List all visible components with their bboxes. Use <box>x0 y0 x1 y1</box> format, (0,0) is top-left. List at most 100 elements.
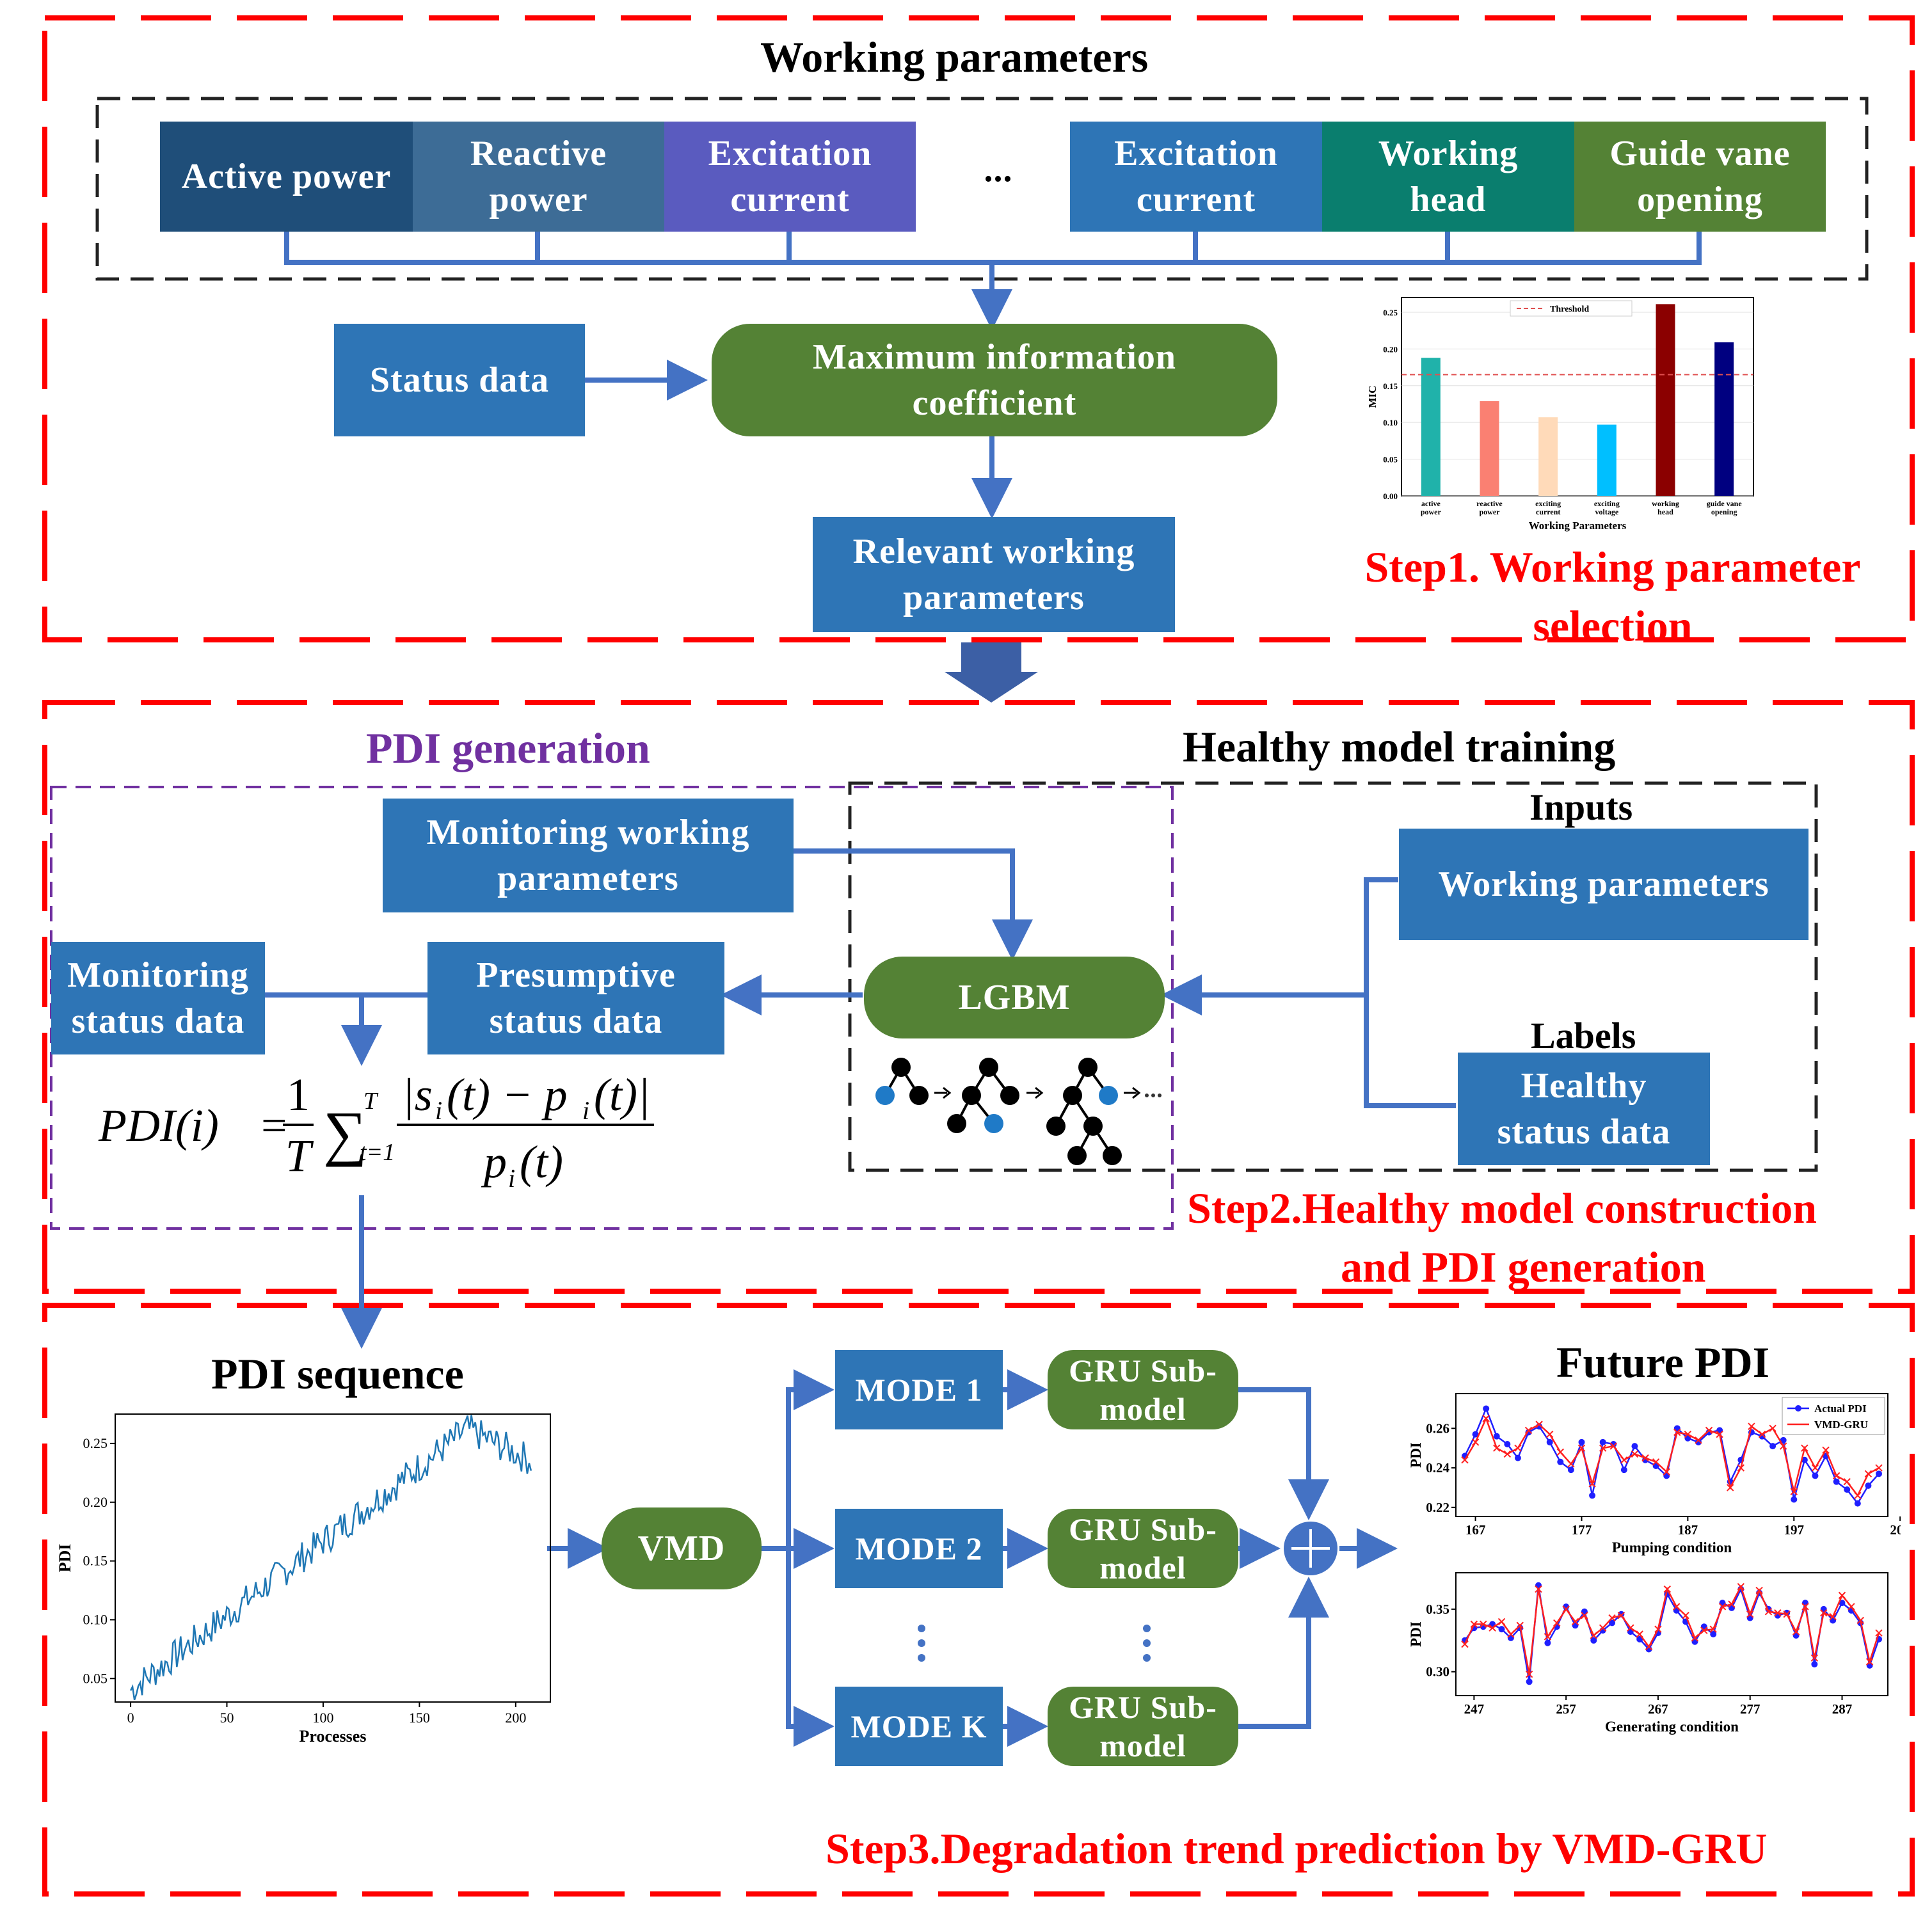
pump-chart-ytick-label: 0.22 <box>1426 1500 1449 1515</box>
relevant-params-box: Relevant working parameters <box>813 517 1175 632</box>
pump-chart-legend-actual: Actual PDI <box>1814 1403 1867 1415</box>
mic-xtick-label: guide vane <box>1707 499 1743 508</box>
pump-chart-predicted-point <box>1705 1426 1713 1435</box>
svg-text:T: T <box>285 1130 314 1181</box>
gen-chart-predicted-point <box>1645 1643 1653 1651</box>
pump-chart-predicted-point <box>1461 1456 1469 1464</box>
mic-xtick-label: voltage <box>1595 507 1619 516</box>
gen-chart-predicted-point <box>1470 1620 1478 1628</box>
pdi-series-line <box>129 1415 532 1701</box>
working-params-input-box: Working parameters <box>1399 829 1808 940</box>
pump-chart-predicted-point <box>1854 1491 1862 1500</box>
gen-chart-predicted-point <box>1480 1620 1487 1628</box>
gen-chart-actual-point <box>1526 1678 1533 1685</box>
gru-submodel-k: GRU Sub-model <box>1048 1687 1238 1766</box>
gen-chart-predicted-point <box>1865 1658 1874 1666</box>
step3-border <box>42 1303 1915 1897</box>
pump-chart-predicted-point <box>1811 1464 1819 1472</box>
mic-ytick-label: 0.20 <box>1383 344 1398 354</box>
pump-chart-predicted-point <box>1790 1488 1798 1495</box>
pump-chart-predicted-point <box>1493 1444 1501 1452</box>
gen-chart-xtick-label: 257 <box>1556 1701 1576 1717</box>
gen-chart-predicted-point <box>1746 1611 1754 1618</box>
pump-chart-predicted-point <box>1663 1468 1670 1476</box>
pump-chart-predicted-point <box>1716 1430 1723 1438</box>
pump-chart-frame <box>1455 1393 1888 1517</box>
svg-text:p: p <box>481 1136 507 1188</box>
monitoring-params-box: Monitoring working parameters <box>383 799 794 912</box>
pdi-xtick-label: 200 <box>505 1710 526 1726</box>
step3-caption: Step3.Degradation trend prediction by VM… <box>826 1824 1768 1873</box>
pump-chart-predicted-point <box>1864 1470 1872 1478</box>
pump-chart-actual-point <box>1769 1443 1776 1450</box>
inputs-label: Inputs <box>1529 786 1633 828</box>
gen-chart-predicted-point <box>1672 1603 1681 1611</box>
pump-chart-predicted-point <box>1684 1430 1692 1438</box>
healthy-status-box: Healthy status data <box>1458 1053 1710 1165</box>
pump-chart-predicted-point <box>1727 1484 1734 1491</box>
gen-chart-frame <box>1455 1572 1888 1696</box>
gen-chart-ytick-label: 0.30 <box>1426 1664 1449 1680</box>
pump-chart-predicted-point <box>1556 1448 1565 1456</box>
gen-chart-predicted-point <box>1489 1624 1496 1632</box>
pdi-xtick-label: 100 <box>312 1710 333 1726</box>
gen-chart-predicted-point <box>1617 1611 1625 1619</box>
step2-border <box>42 700 1915 1294</box>
pump-chart-actual-point <box>1854 1500 1861 1507</box>
mic-ylabel: MIC <box>1366 386 1378 408</box>
pump-chart-predicted-point <box>1758 1430 1766 1438</box>
gen-chart-predicted-point <box>1783 1611 1791 1618</box>
pump-chart-actual-point <box>1631 1443 1638 1450</box>
pump-chart-xtick-label: 177 <box>1572 1522 1592 1538</box>
pdi-ytick-label: 0.20 <box>83 1494 108 1510</box>
gen-chart-predicted-point <box>1636 1630 1643 1638</box>
mic-ytick-label: 0.05 <box>1383 455 1398 465</box>
mic-legend-box <box>1510 300 1633 317</box>
gru-submodel-1: GRU Sub-model <box>1048 1350 1238 1429</box>
pump-chart-actual-point <box>1865 1482 1872 1489</box>
pump-chart-predicted-point <box>1631 1450 1639 1458</box>
pump-chart-predicted-point <box>1641 1454 1649 1462</box>
pdi-xtick-label: 0 <box>127 1710 134 1726</box>
gen-chart-predicted-point <box>1718 1603 1727 1611</box>
svg-text:1: 1 <box>287 1069 310 1120</box>
pump-chart-actual-point <box>1620 1467 1627 1474</box>
pump-chart-predicted-point <box>1832 1472 1840 1480</box>
pump-chart-predicted-point <box>1695 1436 1702 1444</box>
pump-chart-actual-point <box>1599 1438 1606 1445</box>
svg-text:(t): (t) <box>520 1136 563 1188</box>
svg-text:t=1: t=1 <box>360 1139 395 1166</box>
svg-text:(t) − p: (t) − p <box>447 1069 568 1120</box>
gen-chart-predicted-point <box>1627 1624 1634 1632</box>
gen-chart-predicted-point <box>1829 1612 1837 1621</box>
pump-chart-actual-point <box>1695 1438 1702 1445</box>
mic-xtick-label: exciting <box>1535 499 1561 508</box>
pump-chart-actual-point <box>1493 1433 1500 1440</box>
pump-chart-actual-point <box>1801 1456 1808 1463</box>
pump-chart-predicted-point <box>1503 1450 1512 1458</box>
params-frame <box>95 97 1869 281</box>
pump-chart-xtick-label: 187 <box>1678 1522 1698 1538</box>
pump-chart-predicted-point <box>1801 1444 1808 1452</box>
pump-chart-predicted-point <box>1546 1430 1554 1438</box>
ellipsis-dots-icon <box>918 1625 1151 1662</box>
pump-chart-predicted-point <box>1514 1444 1522 1452</box>
pump-chart-predicted-point <box>1748 1422 1755 1430</box>
pump-chart-predicted-point <box>1599 1444 1607 1452</box>
pdi-ylabel: PDI <box>56 1544 74 1573</box>
param-excitation-current-2: Excitation current <box>1070 122 1322 232</box>
gen-chart-actual-point <box>1590 1637 1597 1644</box>
pump-chart-actual-point <box>1546 1438 1553 1445</box>
gen-chart-predicted-point <box>1838 1591 1846 1600</box>
pdi-ytick-label: 0.25 <box>83 1435 108 1451</box>
pump-chart-actual-point <box>1578 1438 1585 1445</box>
mic-xtick-label: reactive <box>1476 499 1503 508</box>
presumptive-status-box: Presumptive status data <box>427 942 724 1054</box>
gen-chart-xtick-label: 247 <box>1464 1701 1485 1717</box>
pump-chart-actual-point <box>1472 1431 1479 1438</box>
gru-submodel-2: GRU Sub-model <box>1048 1509 1238 1588</box>
gen-chart-predicted-point <box>1737 1582 1745 1591</box>
mic-bar <box>1714 342 1734 496</box>
big-down-arrow-icon <box>945 642 1038 703</box>
